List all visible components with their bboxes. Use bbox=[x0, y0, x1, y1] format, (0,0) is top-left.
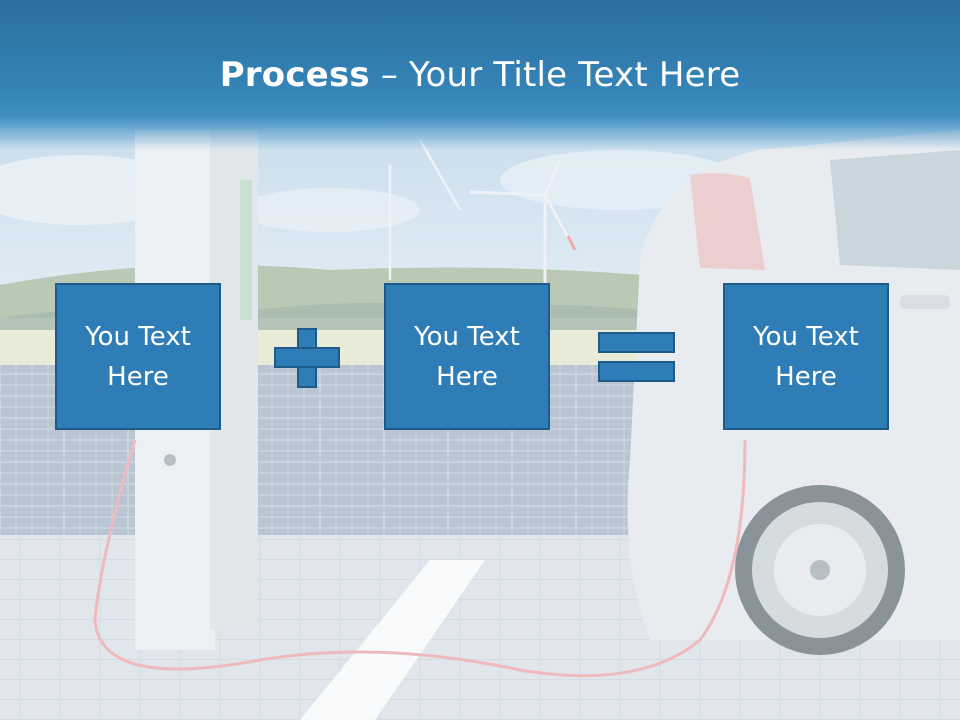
wind-turbine-icon bbox=[469, 159, 577, 285]
title-band bbox=[0, 0, 960, 150]
text-box-3[interactable]: You Text Here bbox=[723, 283, 889, 430]
text-box-1[interactable]: You Text Here bbox=[55, 283, 221, 430]
title-rest: – Your Title Text Here bbox=[369, 55, 741, 95]
charging-cable bbox=[93, 439, 747, 678]
text-box-1-label: You Text Here bbox=[85, 321, 191, 392]
text-box-2[interactable]: You Text Here bbox=[384, 283, 550, 430]
text-box-2-label: You Text Here bbox=[414, 321, 520, 392]
title-bold: Process bbox=[219, 55, 370, 95]
text-box-3-label: You Text Here bbox=[753, 321, 859, 392]
slide-title: Process – Your Title Text Here bbox=[0, 52, 960, 98]
